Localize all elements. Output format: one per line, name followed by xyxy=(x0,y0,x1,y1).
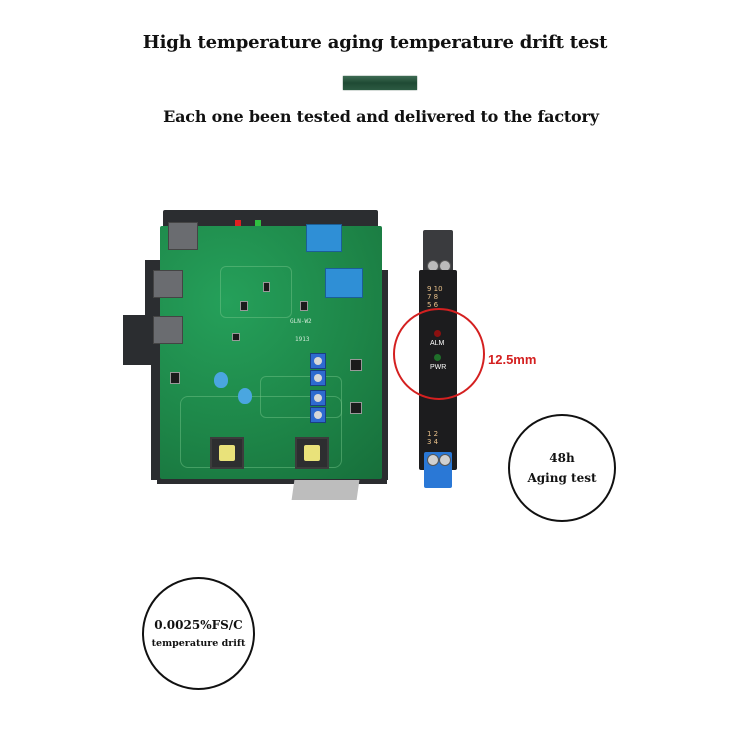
trim-potentiometer xyxy=(310,390,326,406)
bottom-terminal-block xyxy=(424,452,452,488)
smd-chip xyxy=(263,282,270,292)
width-dimension-label: 12.5mm xyxy=(488,352,537,367)
drift-label: temperature drift xyxy=(151,638,246,649)
smd-chip xyxy=(300,301,308,311)
title-divider xyxy=(343,76,417,90)
trim-potentiometer xyxy=(310,407,326,423)
smd-chip xyxy=(170,372,180,384)
red-led xyxy=(235,220,241,226)
transformer xyxy=(210,437,244,469)
grey-terminal-connector xyxy=(153,270,183,298)
pcb-module-image: GLN-W2 1913 xyxy=(123,210,388,500)
transformer xyxy=(295,437,329,469)
top-pin-numbers: 9 10 7 8 5 6 xyxy=(427,285,443,309)
ceramic-capacitor xyxy=(238,388,252,404)
smd-chip xyxy=(240,301,248,311)
blue-terminal-connector xyxy=(306,224,342,252)
green-led xyxy=(255,220,261,226)
trim-potentiometer xyxy=(310,353,326,369)
grey-terminal-connector xyxy=(153,316,183,344)
drift-value: 0.0025%FS/C xyxy=(154,618,243,632)
trace xyxy=(180,396,342,468)
led-highlight-circle xyxy=(393,308,485,400)
trim-potentiometer xyxy=(310,370,326,386)
circuit-board: GLN-W2 1913 xyxy=(160,226,382,479)
temperature-drift-badge: 0.0025%FS/C temperature drift xyxy=(142,577,255,690)
regulator-chip xyxy=(350,402,362,414)
page-title: High temperature aging temperature drift… xyxy=(142,32,608,53)
screw-icon xyxy=(439,454,451,466)
din-clip xyxy=(291,480,360,500)
trace xyxy=(220,266,292,318)
case-top xyxy=(163,210,378,228)
ceramic-capacitor xyxy=(214,372,228,388)
trace xyxy=(260,376,342,418)
smd-chip xyxy=(232,333,240,341)
regulator-chip xyxy=(350,359,362,371)
board-model-label: GLN-W2 xyxy=(290,318,312,325)
page-subtitle: Each one been tested and delivered to th… xyxy=(163,107,599,126)
screw-icon xyxy=(427,454,439,466)
aging-hours: 48h xyxy=(549,451,575,465)
board-code-label: 1913 xyxy=(295,336,310,343)
bottom-pin-numbers: 1 2 3 4 xyxy=(427,430,439,446)
aging-test-badge: 48h Aging test xyxy=(508,414,616,522)
grey-terminal-connector xyxy=(168,222,198,250)
aging-label: Aging test xyxy=(527,471,597,485)
blue-terminal-connector xyxy=(325,268,363,298)
